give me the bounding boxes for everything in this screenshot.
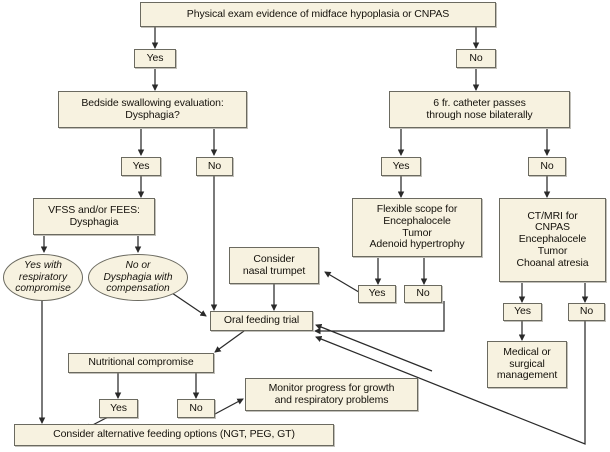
node-no-midface[interactable]: No — [456, 49, 496, 68]
node-oral-feeding-trial[interactable]: Oral feeding trial — [210, 311, 313, 331]
node-ct-mri[interactable]: CT/MRI for CNPAS Encephalocele Tumor Cho… — [499, 198, 606, 282]
node-flexible-scope[interactable]: Flexible scope for Encephalocele Tumor A… — [352, 198, 482, 257]
node-no-dysphagia[interactable]: No — [196, 157, 233, 176]
node-no-nutrition[interactable]: No — [177, 399, 215, 418]
node-yes-catheter[interactable]: Yes — [381, 157, 421, 176]
node-catheter-passes[interactable]: 6 fr. catheter passes through nose bilat… — [389, 91, 570, 128]
node-monitor-progress[interactable]: Monitor progress for growth and respirat… — [245, 378, 418, 411]
node-alternative-feeding-options[interactable]: Consider alternative feeding options (NG… — [14, 424, 334, 446]
node-no-catheter[interactable]: No — [528, 157, 566, 176]
node-yes-midface[interactable]: Yes — [134, 49, 176, 68]
node-yes-nutrition[interactable]: Yes — [99, 399, 138, 418]
node-yes-scope[interactable]: Yes — [358, 285, 396, 303]
node-vfss-fees[interactable]: VFSS and/or FEES: Dysphagia — [33, 198, 155, 235]
node-physical-exam[interactable]: Physical exam evidence of midface hypopl… — [140, 2, 496, 27]
node-yes-dysphagia[interactable]: Yes — [121, 157, 161, 176]
node-medical-surgical-management[interactable]: Medical or surgical management — [487, 341, 567, 388]
node-no-ctmri[interactable]: No — [568, 303, 605, 321]
node-nutritional-compromise[interactable]: Nutritional compromise — [68, 353, 214, 373]
node-no-scope[interactable]: No — [404, 285, 442, 303]
node-yes-ctmri[interactable]: Yes — [503, 303, 542, 321]
node-bedside-swallowing-evaluation[interactable]: Bedside swallowing evaluation: Dysphagia… — [58, 91, 247, 128]
node-consider-nasal-trumpet[interactable]: Consider nasal trumpet — [229, 247, 319, 284]
node-yes-respiratory-compromise[interactable]: Yes with respiratory compromise — [3, 254, 83, 301]
node-no-dysphagia-compensation[interactable]: No or Dysphagia with compensation — [88, 254, 188, 301]
